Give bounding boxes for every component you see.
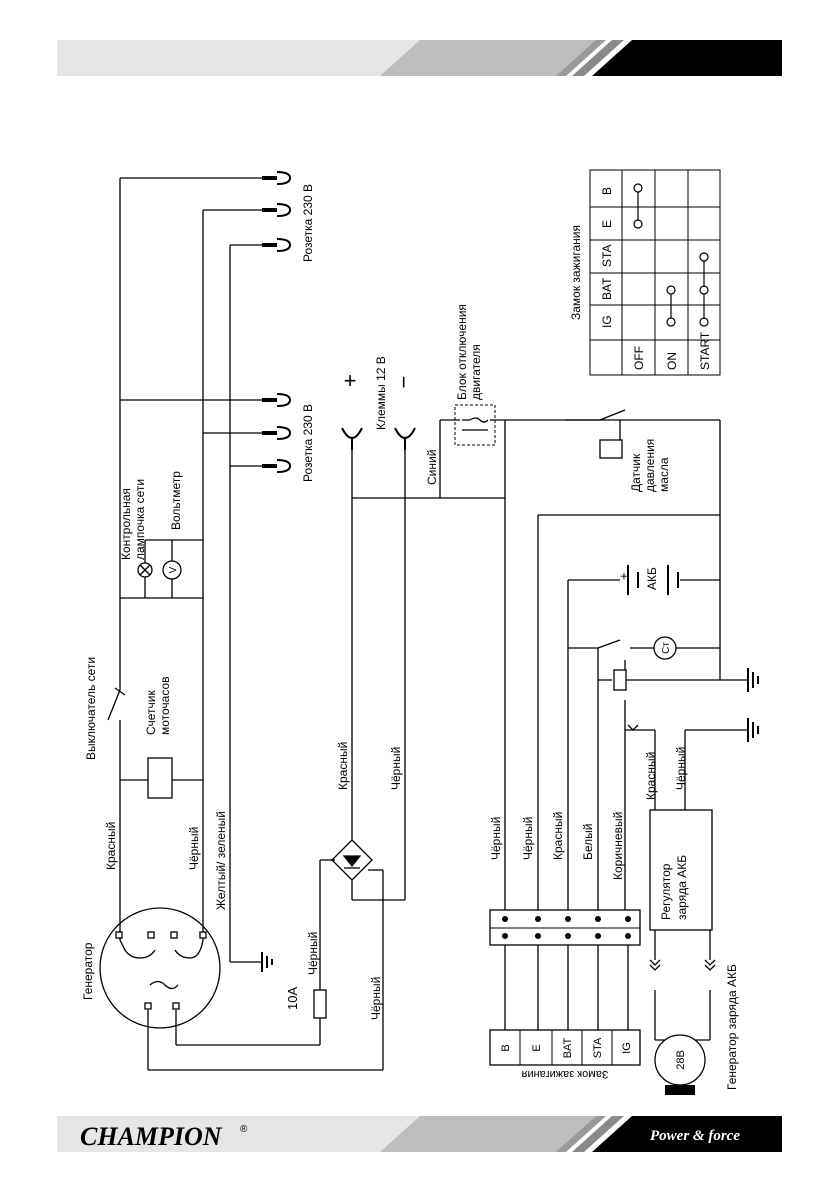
ignition-lock-block: B E BAT STA IG Замок зажигания — [489, 1029, 641, 1080]
label-hour-meter-1: Счетчик — [144, 689, 158, 735]
label-charge-gen: Генератор заряда АКБ — [725, 964, 739, 1090]
wire-red-bridge: Красный — [336, 742, 350, 790]
starter-relay-icon — [568, 639, 627, 691]
col-e: E — [600, 220, 614, 228]
label-oil-3: масла — [657, 457, 671, 492]
socket-mid-icons — [262, 393, 292, 473]
label-voltmeter: Вольтметр — [169, 471, 183, 530]
svg-text:28В: 28В — [675, 1050, 687, 1070]
shutdown-block-icon — [454, 404, 496, 446]
label-pilot-lamp-2: лампочка сети — [133, 479, 147, 560]
col-bat: BAT — [600, 277, 614, 300]
wire-conn-2: Чёрный — [521, 817, 535, 860]
label-oil-2: давления — [643, 439, 657, 492]
row-on: ON — [665, 352, 679, 370]
diagram-labels: Генератор Выключатель сети Счетчик моточ… — [81, 184, 739, 1090]
label-regulator-2: заряда АКБ — [675, 855, 689, 920]
wire-yellow-green: Желтый/ зеленый — [214, 811, 228, 910]
regulator-box — [649, 809, 713, 931]
label-oil-1: Датчик — [629, 453, 643, 492]
lock-pin-bat: BAT — [562, 1037, 574, 1058]
label-regulator-1: Регулятор — [659, 863, 673, 920]
terminal-plus: + — [344, 368, 357, 393]
footer-bar: CHAMPION ® Power & force — [57, 1116, 782, 1152]
col-b: B — [600, 187, 614, 195]
label-shutdown-2: двигателя — [469, 344, 483, 400]
label-fuse: 10А — [285, 987, 300, 1010]
ground-icons — [261, 668, 759, 972]
wire-black-bridge: Чёрный — [389, 747, 403, 790]
ignition-lock-label: Замок зажигания — [521, 1068, 608, 1080]
label-terminals: Клеммы 12 В — [374, 356, 388, 430]
row-start: START — [698, 331, 712, 370]
label-socket-mid: Розетка 230 В — [301, 404, 315, 482]
lock-pin-b: B — [500, 1044, 512, 1051]
slogan: Power & force — [650, 1128, 740, 1144]
label-generator: Генератор — [81, 942, 95, 1000]
wire-conn-1: Чёрный — [489, 817, 503, 860]
label-mains-switch: Выключатель сети — [84, 657, 98, 760]
lock-pin-sta: STA — [592, 1037, 604, 1058]
champion-logo: CHAMPION — [80, 1122, 223, 1151]
label-battery: АКБ — [645, 567, 659, 590]
wire-red-gen: Красный — [104, 822, 118, 870]
wire-black-gen: Чёрный — [187, 827, 201, 870]
svg-text:V: V — [168, 566, 179, 573]
terminal-minus: − — [391, 376, 416, 389]
wire-blue: Синий — [425, 450, 439, 485]
header-bar — [57, 40, 782, 76]
label-pilot-lamp-1: Контрольная — [119, 488, 133, 560]
lock-pin-e: E — [531, 1044, 543, 1051]
wire-conn-5: Коричневый — [611, 812, 625, 880]
ignition-table-title: Замок зажигания — [569, 225, 583, 320]
wire-conn-4: Белый — [581, 824, 595, 860]
wire-black-reg: Чёрный — [674, 747, 688, 790]
oil-pressure-sensor-icon — [565, 409, 626, 459]
mains-switch-icon — [107, 687, 126, 721]
pilot-lamp-icon — [137, 562, 153, 578]
wire-red-reg: Красный — [644, 752, 658, 800]
label-hour-meter-2: моточасов — [158, 676, 172, 735]
charge-generator-icon: 28В — [654, 1034, 706, 1095]
voltmeter-icon: V — [162, 560, 182, 580]
wire-black-bottom: Чёрный — [369, 977, 383, 1020]
wires — [119, 177, 748, 1071]
hour-meter-icon — [147, 757, 173, 799]
ignition-table: Замок зажигания IG BAT STA E B OFF ON ST… — [569, 169, 721, 376]
terminal-icons — [341, 427, 416, 450]
registered-mark: ® — [240, 1124, 248, 1135]
generator-symbol — [99, 907, 221, 1029]
lock-pin-ig: IG — [621, 1042, 633, 1054]
connector-block — [489, 909, 641, 946]
wire-conn-3: Красный — [551, 812, 565, 860]
ignition-table-links — [633, 183, 709, 327]
fuse-icon — [313, 989, 327, 1019]
starter-icon: Ст — [653, 636, 677, 660]
label-battery-plus: + — [616, 572, 631, 580]
wire-black-fuse: Чёрный — [306, 932, 320, 975]
label-shutdown-1: Блок отключения — [455, 304, 469, 400]
col-ig: IG — [600, 315, 614, 328]
row-off: OFF — [632, 346, 646, 370]
connector-icons — [627, 724, 716, 971]
svg-text:Ст: Ст — [661, 642, 672, 654]
rectifier-bridge-icon — [331, 839, 373, 881]
col-sta: STA — [600, 245, 614, 267]
socket-top-icons — [262, 171, 292, 252]
label-socket-top: Розетка 230 В — [301, 184, 315, 262]
battery-icon — [627, 565, 679, 595]
